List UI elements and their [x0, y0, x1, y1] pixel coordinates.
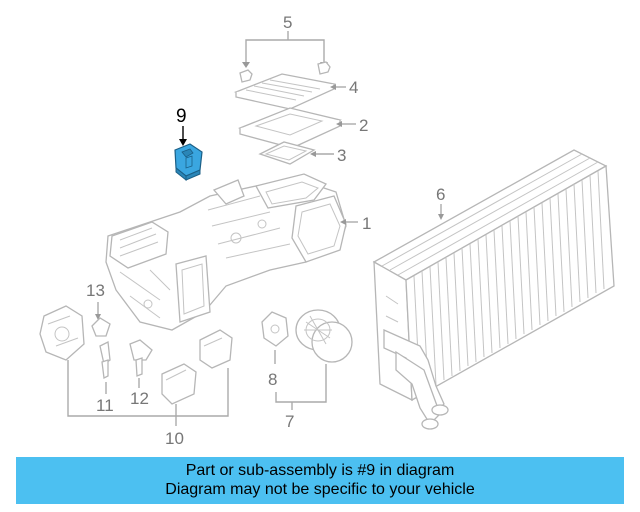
callout-3-label: 3	[337, 146, 346, 165]
blower-motor-part	[295, 309, 353, 363]
info-banner: Part or sub-assembly is #9 in diagram Di…	[16, 457, 624, 504]
heater-case-part	[105, 173, 347, 331]
resistor-10-part	[161, 363, 197, 405]
parts-diagram: 5 4 2 3 9	[39, 13, 615, 448]
clip-right	[317, 61, 331, 75]
callout-13-label: 13	[86, 281, 105, 300]
connector-part	[199, 329, 233, 369]
sensor-12-part	[129, 339, 153, 377]
callout-6-label: 6	[436, 185, 445, 204]
clip-left	[239, 69, 253, 83]
banner-line-2: Diagram may not be specific to your vehi…	[165, 481, 475, 498]
actuator-highlighted-part	[174, 143, 203, 182]
heater-core-part	[372, 149, 615, 430]
part-13-clip	[91, 317, 111, 337]
callout-7-bracket	[275, 364, 327, 410]
seal-part	[258, 141, 316, 165]
callout-10-bracket	[67, 360, 229, 426]
callout-1-label: 1	[362, 214, 371, 233]
callout-12-label: 12	[130, 389, 149, 408]
callout-5-bracket	[242, 31, 328, 68]
filter-housing-part	[237, 107, 342, 149]
callout-10-label: 10	[165, 429, 184, 448]
callout-8-label: 8	[268, 370, 277, 389]
banner-line-1: Part or sub-assembly is #9 in diagram	[185, 462, 455, 479]
blower-bracket-part	[261, 311, 289, 347]
callout-5-label: 5	[283, 13, 292, 32]
callout-4-label: 4	[349, 78, 358, 97]
callout-2-label: 2	[359, 116, 368, 135]
callout-7-label: 7	[285, 412, 294, 431]
sensor-11-part	[99, 341, 111, 379]
callout-11-label: 11	[96, 396, 114, 415]
callout-9-label: 9	[176, 106, 187, 127]
mode-actuator-part	[39, 305, 85, 361]
